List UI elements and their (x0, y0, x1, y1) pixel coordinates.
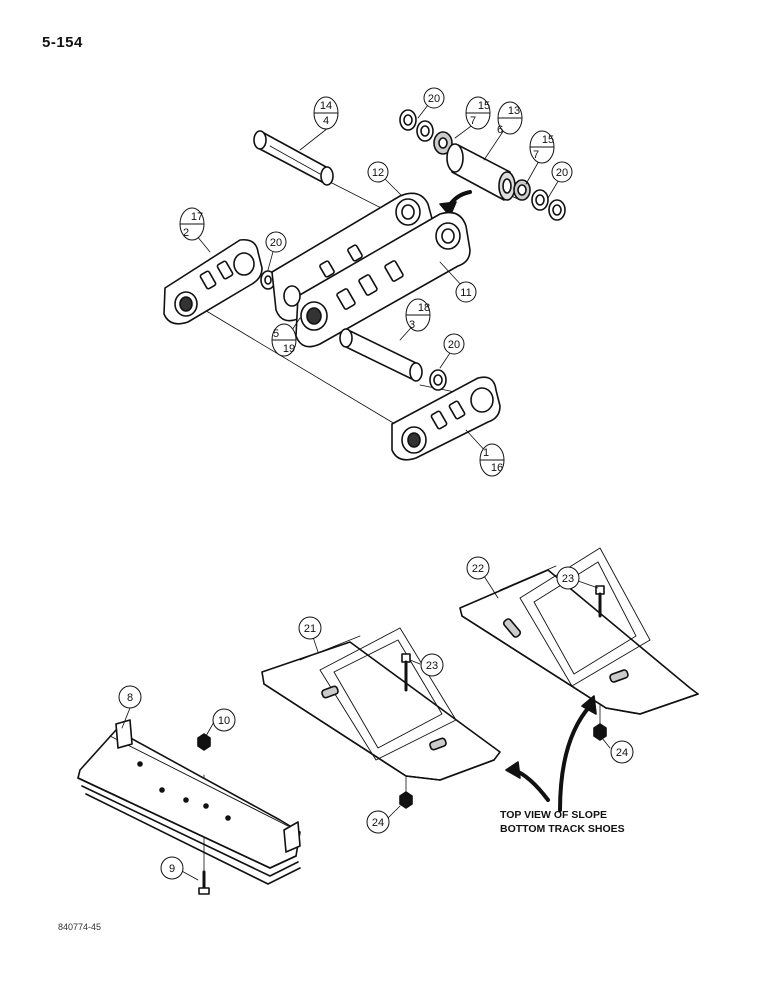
slope-shoe-caption: TOP VIEW OF SLOPE BOTTOM TRACK SHOES (500, 808, 625, 836)
svg-text:23: 23 (562, 573, 574, 585)
shoe-nut-standard (197, 733, 211, 751)
caption-line-2: BOTTOM TRACK SHOES (500, 823, 625, 835)
svg-text:24: 24 (372, 817, 384, 829)
svg-text:4: 4 (323, 115, 329, 127)
seal-group-upper-right (513, 179, 566, 221)
svg-text:23: 23 (426, 660, 438, 672)
seal-link-right (429, 369, 447, 391)
track-pin-lower (339, 328, 423, 382)
track-shoe-slope-top (459, 547, 699, 715)
callout-15-7-a: 15 7 (465, 96, 491, 130)
svg-text:14: 14 (320, 100, 332, 112)
seal-group-upper-left (399, 109, 453, 155)
svg-text:21: 21 (304, 623, 316, 635)
callout-13-6: 13 6 (497, 101, 523, 136)
callout-24-a: 24 (610, 740, 634, 764)
svg-text:15: 15 (478, 100, 490, 112)
svg-text:11: 11 (460, 287, 471, 299)
assembly-arrow-slope-bottom (505, 761, 550, 802)
svg-text:15: 15 (542, 134, 554, 146)
svg-text:2: 2 (183, 227, 189, 239)
page-number: 5-154 (42, 34, 83, 51)
shoe-bolt-right (595, 585, 605, 618)
bushing (446, 143, 516, 201)
callout-9: 9 (160, 856, 184, 880)
svg-text:20: 20 (448, 339, 460, 351)
svg-text:18: 18 (418, 302, 430, 314)
callout-20-a: 20 (423, 87, 445, 109)
track-shoe-slope-bottom (261, 627, 501, 781)
svg-text:19: 19 (283, 343, 295, 355)
callout-20-c: 20 (265, 231, 287, 253)
track-shoe-standard (77, 719, 301, 885)
svg-text:12: 12 (372, 167, 384, 179)
callout-5-19: 5 19 (271, 323, 297, 357)
shoe-bolt-center (401, 653, 411, 692)
callout-10: 10 (212, 708, 236, 732)
callout-23-b: 23 (420, 653, 444, 677)
svg-text:22: 22 (472, 563, 484, 575)
callout-24-b: 24 (366, 810, 390, 834)
callout-20-b: 20 (551, 161, 573, 183)
callout-20-d: 20 (443, 333, 465, 355)
svg-text:7: 7 (470, 115, 476, 127)
svg-text:10: 10 (218, 715, 230, 727)
callouts: 14 4 20 15 7 13 6 15 7 20 (118, 87, 634, 880)
shoe-nut-center (399, 791, 413, 809)
callout-17-2: 17 2 (179, 207, 205, 241)
track-link-left (163, 238, 263, 325)
callout-21: 21 (298, 616, 322, 640)
callout-23-a: 23 (556, 566, 580, 590)
callout-8: 8 (118, 685, 142, 709)
callout-11: 11 (455, 281, 477, 303)
svg-text:17: 17 (191, 211, 203, 223)
track-link-right (391, 376, 501, 461)
figure-code: 840774-45 (58, 922, 102, 932)
shoe-bolt-standard (198, 870, 210, 895)
svg-text:8: 8 (127, 692, 133, 704)
assembly-arrow-upper (439, 190, 472, 217)
svg-text:1: 1 (483, 447, 489, 459)
svg-text:20: 20 (428, 93, 440, 105)
svg-text:9: 9 (169, 863, 175, 875)
callout-1-16: 1 16 (479, 443, 505, 477)
svg-text:7: 7 (533, 149, 539, 161)
callout-22: 22 (466, 556, 490, 580)
svg-text:24: 24 (616, 747, 628, 759)
track-link-center (271, 192, 471, 348)
svg-text:13: 13 (508, 105, 520, 117)
callout-12: 12 (367, 161, 389, 183)
track-pin-upper (253, 130, 334, 186)
callout-15-7-b: 15 7 (529, 130, 555, 164)
callout-18-3: 18 3 (405, 298, 431, 332)
svg-text:5: 5 (273, 328, 279, 340)
assembly-arrow-slope-top (558, 695, 597, 812)
callout-14-4: 14 4 (313, 96, 339, 130)
svg-text:16: 16 (491, 462, 503, 474)
svg-text:20: 20 (556, 167, 568, 179)
shoe-nut-right (593, 723, 607, 741)
svg-text:20: 20 (270, 237, 282, 249)
caption-line-1: TOP VIEW OF SLOPE (500, 809, 607, 821)
svg-text:6: 6 (497, 124, 503, 136)
svg-text:3: 3 (409, 319, 415, 331)
